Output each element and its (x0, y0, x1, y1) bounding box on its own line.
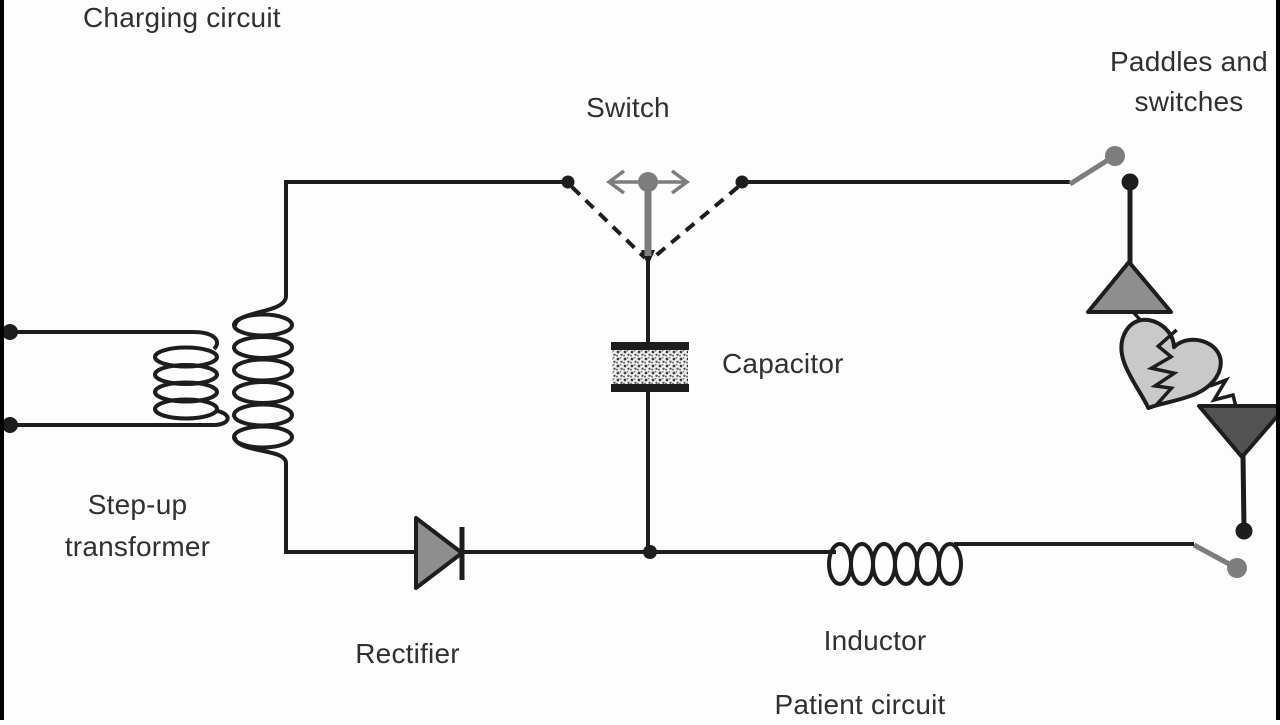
broken-heart-symbol (1119, 310, 1238, 410)
transformer-secondary-coil (232, 295, 294, 464)
charging-wire-top (284, 180, 562, 296)
left-edge-bar (0, 0, 4, 720)
capacitor-symbol (611, 262, 689, 552)
paddle-switch-top (1068, 146, 1139, 191)
rectifier-diode-symbol (414, 516, 465, 590)
label-charging-circuit: Charging circuit (83, 2, 281, 33)
bottom-wire-left (284, 463, 416, 554)
right-edge-bar (1276, 0, 1280, 720)
label-switch: Switch (586, 92, 670, 123)
defibrillator-paddle-top (1086, 182, 1173, 314)
spdt-switch-symbol (561, 169, 749, 266)
label-step-up-transformer: Step-up transformer (64, 489, 211, 562)
label-patient-circuit: Patient circuit (774, 689, 946, 720)
label-rectifier: Rectifier (355, 638, 460, 669)
junction-node (643, 545, 657, 559)
paddle-switch-bottom (1192, 522, 1253, 578)
inductor-symbol (827, 542, 963, 586)
defibrillator-paddle-bottom (1197, 404, 1280, 529)
transformer-primary-coil (153, 330, 230, 427)
label-inductor: Inductor (823, 625, 927, 656)
input-terminals (2, 324, 215, 433)
label-paddles-and-switches: Paddles and switches (1110, 46, 1268, 117)
label-capacitor: Capacitor (722, 348, 844, 379)
